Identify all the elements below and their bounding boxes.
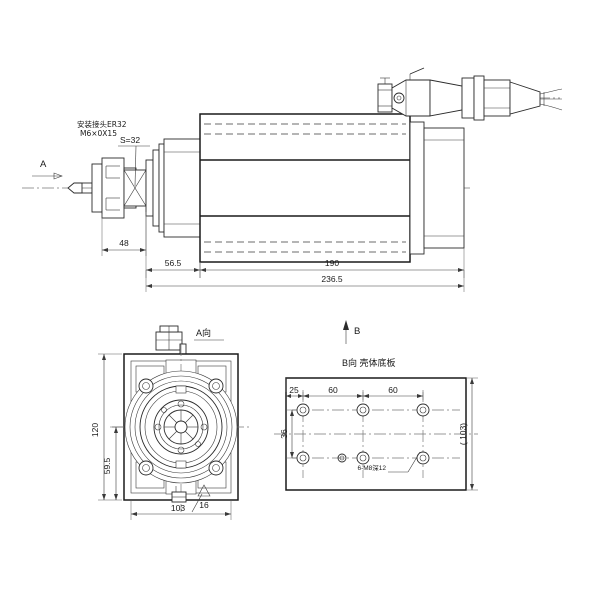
- mounting-hole: [296, 403, 310, 417]
- collet-note: 安装接头ER32 M6×0X15: [77, 119, 127, 138]
- dim-plate-width-ref-label: ( 103): [458, 423, 468, 445]
- view-a-end-view: A向 120 59.5 103: [90, 325, 250, 520]
- view-b-title: B向 壳体底板: [342, 357, 396, 368]
- wrench-flat-callout: S=32: [118, 135, 150, 187]
- surface-finish-symbol: 16: [191, 484, 211, 513]
- dim-row-spacing-label: 36: [279, 429, 289, 439]
- surface-finish-value: 16: [199, 500, 209, 510]
- front-bearing-flange: [145, 138, 201, 238]
- view-a-label: A向: [196, 327, 211, 338]
- view-a-dimensions: 120 59.5 103 16: [90, 353, 232, 520]
- mounting-hole: [416, 451, 430, 465]
- dim-housing-height-label: 120: [90, 423, 100, 437]
- main-view-dimensions: 48 56.5 190 236.5: [101, 212, 465, 292]
- dim-hole-pitch-1-label: 60: [328, 385, 338, 395]
- collet-note-line2: M6×0X15: [80, 129, 117, 138]
- main-front-section-view: A: [22, 67, 563, 292]
- dim-hole-pitch-2-label: 60: [388, 385, 398, 395]
- mounting-hole: [356, 403, 370, 417]
- view-a-spindle-face: [124, 370, 238, 484]
- mounting-hole: [416, 403, 430, 417]
- view-a-connector-block: [155, 325, 187, 355]
- view-a-bottom-fitting: [171, 486, 187, 503]
- dim-axis-height-label: 59.5: [102, 457, 112, 474]
- dim-housing-width-label: 103: [171, 503, 185, 513]
- view-a-corner-bolts: [138, 378, 224, 476]
- view-b-base-plate: B B向 壳体底板: [274, 320, 478, 491]
- view-b-arrow: B: [343, 320, 360, 344]
- mounting-hole: [356, 451, 370, 465]
- view-b-hole-callout: 6-M8深12: [357, 451, 421, 473]
- view-b-mounting-holes: [296, 403, 430, 465]
- view-arrow-a: A: [32, 159, 63, 180]
- view-arrow-a-label: A: [40, 159, 47, 170]
- cable-gland-assembly: [377, 67, 563, 121]
- dim-edge-to-first-hole-label: 25: [289, 385, 299, 395]
- mounting-hole: [296, 451, 310, 465]
- view-b-dimensions: 25 60 60 36 ( 103): [279, 377, 478, 491]
- dim-collet-length-label: 48: [119, 238, 129, 248]
- collet-note-line1: 安装接头ER32: [77, 119, 127, 129]
- wrench-flat-label: S=32: [120, 135, 140, 145]
- dim-nose-length-label: 56.5: [165, 258, 182, 268]
- motor-body: [199, 113, 465, 263]
- dim-body-length-label: 190: [325, 258, 339, 268]
- hole-callout-label: 6-M8深12: [357, 463, 386, 472]
- view-b-arrow-label: B: [354, 326, 360, 337]
- dim-overall-length-label: 236.5: [321, 274, 343, 284]
- view-a-title: A向: [194, 327, 224, 341]
